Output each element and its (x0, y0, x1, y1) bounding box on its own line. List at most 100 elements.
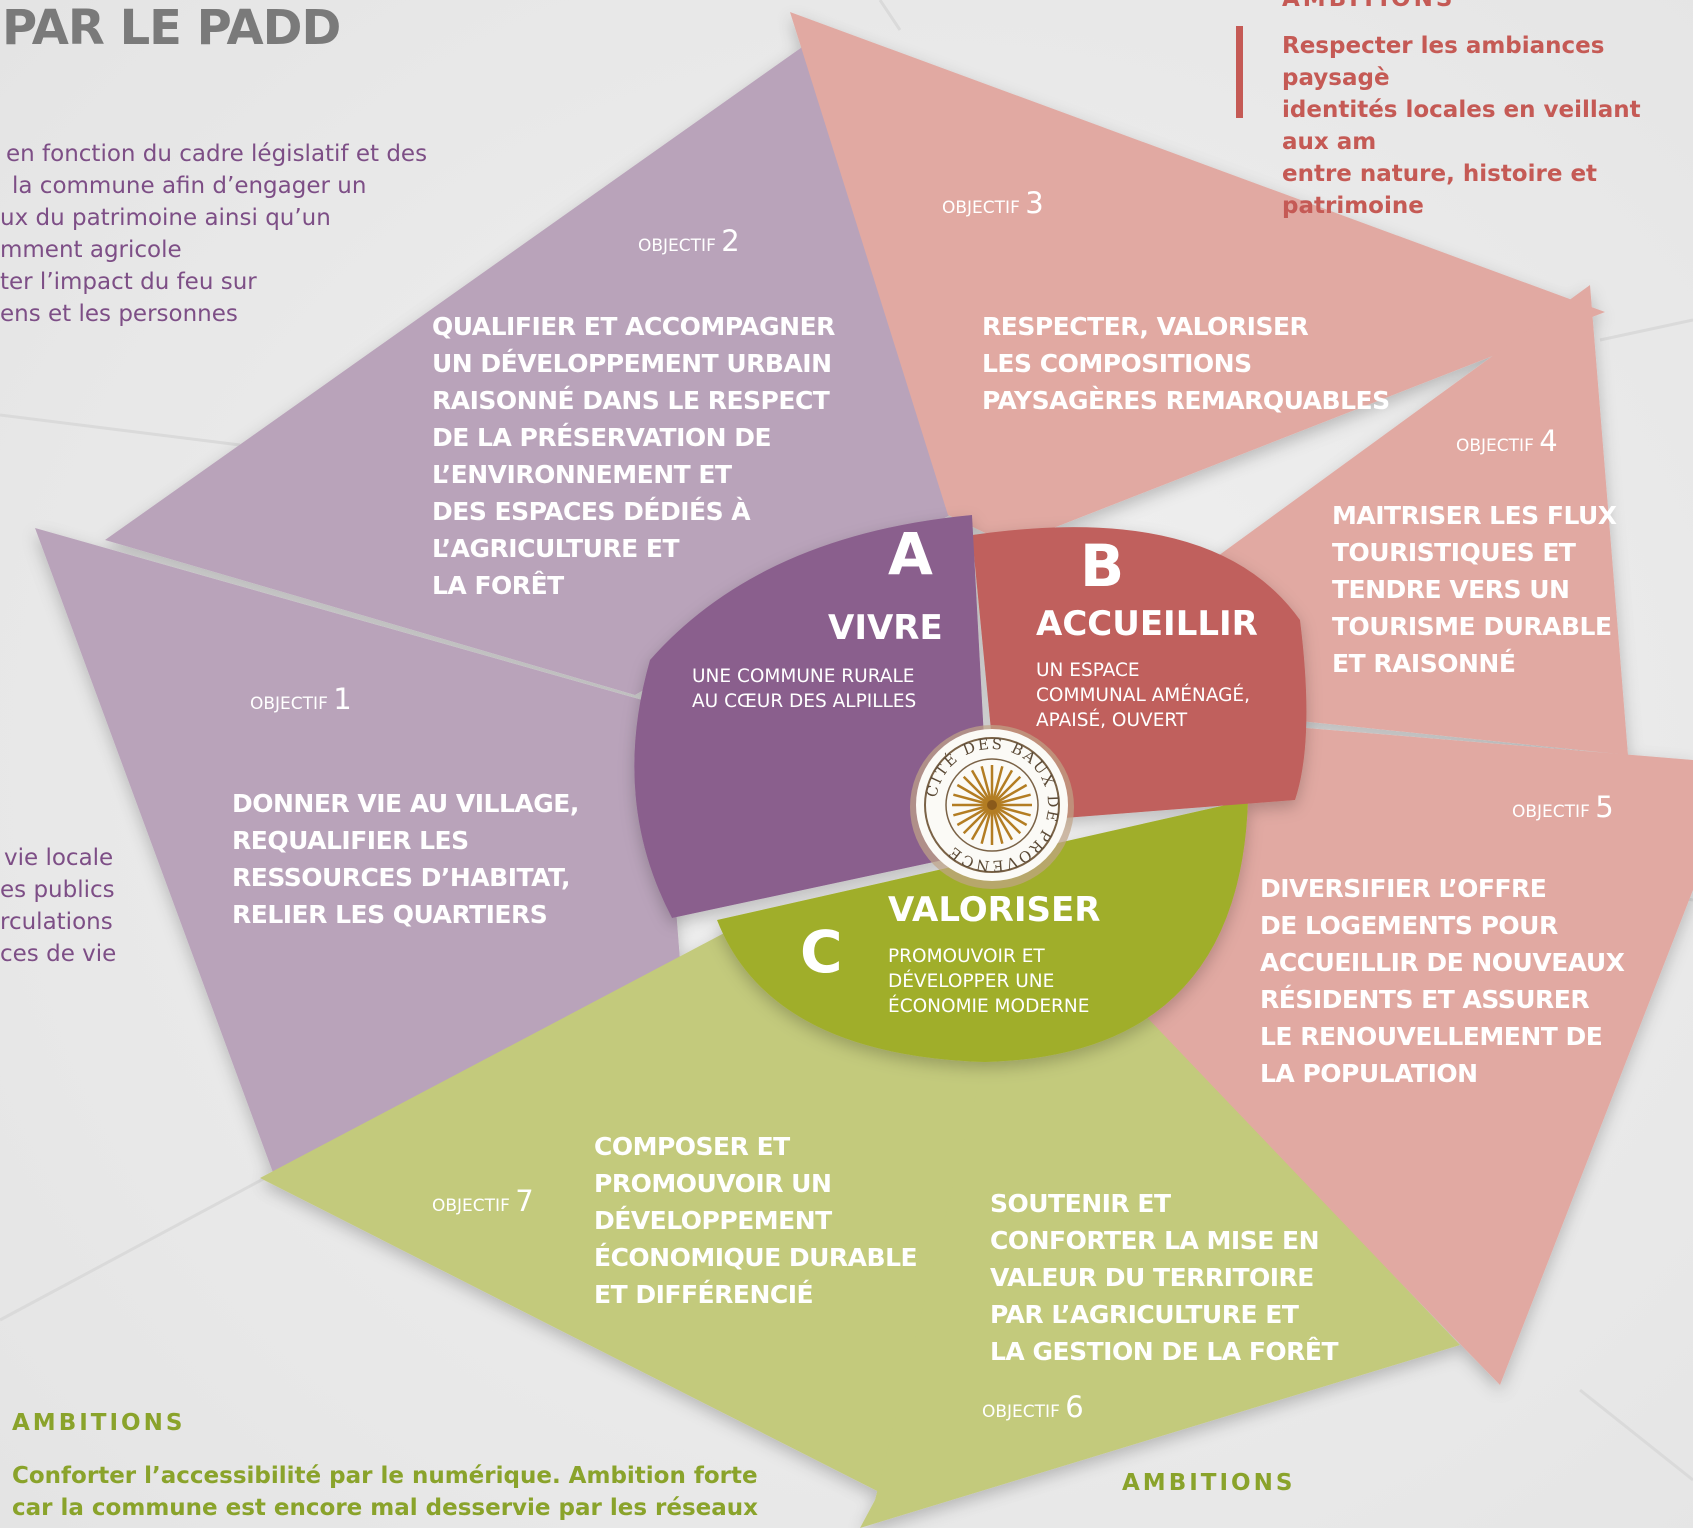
objectif-line: RESPECTER, VALORISER (982, 312, 1309, 341)
seal-ray (991, 775, 1022, 806)
objectif-number: 2 (721, 224, 740, 258)
objectif-word: OBJECTIF (250, 694, 328, 714)
seal-ray (956, 803, 993, 827)
seal-ray (970, 769, 994, 806)
text-line: rculations (0, 909, 113, 935)
objectif-line: QUALIFIER ET ACCOMPAGNER (432, 312, 835, 341)
ambitions-line: Respecter les ambiances paysagè (1282, 33, 1605, 91)
seal-ray (962, 775, 993, 806)
objectif-1-text: DONNER VIE AU VILLAGE, REQUALIFIER LES R… (232, 785, 579, 933)
axis-line: PROMOUVOIR ET (888, 946, 1045, 967)
objectif-word: OBJECTIF (942, 198, 1020, 218)
axis-line: COMMUNAL AMÉNAGÉ, (1036, 685, 1251, 706)
seal-ray (953, 803, 993, 817)
axis-b-subtitle: UN ESPACE COMMUNAL AMÉNAGÉ, APAISÉ, OUVE… (1036, 658, 1250, 733)
objectif-line: UN DÉVELOPPEMENT URBAIN (432, 349, 832, 378)
objectif-line: LA POPULATION (1260, 1059, 1478, 1088)
seal-logo: CITÉ DES BAUX DE PROVENCE (910, 725, 1074, 889)
objectif-7-text: COMPOSER ET PROMOUVOIR UN DÉVELOPPEMENT … (594, 1128, 918, 1313)
objectif-line: DE LA PRÉSERVATION DE (432, 423, 772, 452)
left-top-text: en fonction du cadre législatif et des l… (0, 138, 427, 330)
objectif-word: OBJECTIF (638, 236, 716, 256)
ambitions-bar (1236, 26, 1243, 118)
ambitions-text-bottom-left: Conforter l’accessibilité par le numériq… (12, 1460, 758, 1524)
objectif-line: CONFORTER LA MISE EN (990, 1226, 1320, 1255)
background-lines (0, 0, 1693, 1482)
axis-c-subtitle: PROMOUVOIR ET DÉVELOPPER UNE ÉCONOMIE MO… (888, 944, 1089, 1019)
axis-a-segment (634, 515, 990, 918)
axis-line: DÉVELOPPER UNE (888, 971, 1055, 992)
text-line: ces de vie (0, 941, 117, 967)
objectif-line: TOURISTIQUES ET (1332, 538, 1576, 567)
seal-ray (990, 804, 1014, 841)
petal-objectif-2 (105, 45, 950, 695)
objectif-line: RELIER LES QUARTIERS (232, 900, 548, 929)
ambitions-text-top: Respecter les ambiances paysagè identité… (1282, 30, 1693, 222)
seal-ray (980, 804, 994, 844)
page-heading: PAR LE PADD (2, 0, 341, 56)
seal-ray (991, 793, 1031, 807)
petal-objectif-7 (260, 930, 1000, 1495)
left-mid-text: vie locale es publics rculations ces de … (0, 842, 116, 970)
objectif-number: 4 (1539, 424, 1558, 458)
objectif-line: ACCUEILLIR DE NOUVEAUX (1260, 948, 1625, 977)
axis-a-subtitle: UNE COMMUNE RURALE AU CŒUR DES ALPILLES (692, 664, 916, 714)
objectif-line: DONNER VIE AU VILLAGE, (232, 789, 579, 818)
text-line: es publics (0, 877, 115, 903)
axis-b-verb: ACCUEILLIR (1036, 604, 1258, 644)
objectif-4-label: OBJECTIF 4 (1456, 424, 1558, 458)
ambitions-label-bottom-right: AMBITIONS (1122, 1470, 1296, 1496)
text-line: vie locale (4, 845, 114, 871)
objectif-2-text: QUALIFIER ET ACCOMPAGNER UN DÉVELOPPEMEN… (432, 308, 835, 604)
objectif-7-label: OBJECTIF 7 (432, 1184, 534, 1218)
objectif-line: MAITRISER LES FLUX (1332, 501, 1617, 530)
axis-b-segment (972, 527, 1307, 823)
ambitions-label-top: AMBITIONS (1282, 0, 1455, 12)
objectif-line: ET RAISONNÉ (1332, 649, 1516, 678)
axis-line: ÉCONOMIE MODERNE (888, 996, 1090, 1017)
objectif-line: PAYSAGÈRES REMARQUABLES (982, 386, 1390, 415)
objectif-line: SOUTENIR ET (990, 1189, 1171, 1218)
objectif-word: OBJECTIF (1512, 802, 1590, 822)
objectif-6-text: SOUTENIR ET CONFORTER LA MISE EN VALEUR … (990, 1185, 1339, 1370)
objectif-1-label: OBJECTIF 1 (250, 682, 352, 716)
axis-c-segment (717, 800, 1248, 1062)
objectif-line: TENDRE VERS UN (1332, 575, 1570, 604)
objectif-line: PROMOUVOIR UN (594, 1169, 832, 1198)
text-line: ux du patrimoine ainsi qu’un (0, 205, 331, 231)
objectif-word: OBJECTIF (432, 1196, 510, 1216)
seal-ray (991, 803, 1028, 827)
objectif-4-text: MAITRISER LES FLUX TOURISTIQUES ET TENDR… (1332, 497, 1617, 682)
axis-line: AU CŒUR DES ALPILLES (692, 691, 917, 712)
axis-c-letter: C (800, 918, 843, 986)
axis-a-letter: A (888, 520, 933, 588)
text-line: la commune afin d’engager un (12, 173, 367, 199)
seal-ray (991, 783, 1028, 807)
objectif-line: L’ENVIRONNEMENT ET (432, 460, 732, 489)
objectif-3-label: OBJECTIF 3 (942, 186, 1044, 220)
objectif-line: LE RENOUVELLEMENT DE (1260, 1022, 1603, 1051)
objectif-5-label: OBJECTIF 5 (1512, 790, 1614, 824)
seal-ray (990, 769, 1014, 806)
objectif-line: VALEUR DU TERRITOIRE (990, 1263, 1314, 1292)
objectif-line: DE LOGEMENTS POUR (1260, 911, 1558, 940)
objectif-number: 6 (1065, 1390, 1084, 1424)
objectif-line: RAISONNÉ DANS LE RESPECT (432, 386, 830, 415)
ambitions-line: Conforter l’accessibilité par le numériq… (12, 1463, 758, 1489)
objectif-line: TOURISME DURABLE (1332, 612, 1612, 641)
text-line: mment agricole (0, 237, 182, 263)
objectif-line: L’AGRICULTURE ET (432, 534, 680, 563)
objectif-number: 1 (333, 682, 352, 716)
objectif-line: COMPOSER ET (594, 1132, 790, 1161)
objectif-line: RESSOURCES D’HABITAT, (232, 863, 571, 892)
objectif-2-label: OBJECTIF 2 (638, 224, 740, 258)
axis-c-verb: VALORISER (888, 890, 1101, 930)
petal-objectif-3 (790, 12, 1605, 545)
seal-ray (970, 804, 994, 841)
objectif-word: OBJECTIF (1456, 436, 1534, 456)
ambitions-line: identités locales en veillant aux am (1282, 97, 1641, 155)
seal-ray (953, 793, 993, 807)
axis-line: UN ESPACE (1036, 660, 1140, 681)
objectif-line: ÉCONOMIQUE DURABLE (594, 1243, 918, 1272)
